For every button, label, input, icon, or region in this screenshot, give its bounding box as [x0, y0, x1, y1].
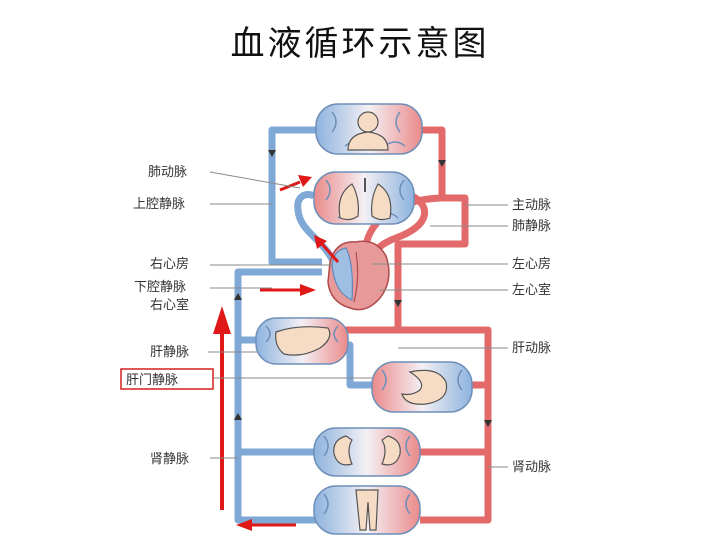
label-renal-artery: 肾动脉: [512, 460, 551, 475]
heart: [327, 240, 390, 311]
superior-vena-cava-vessel: [268, 126, 322, 266]
label-hepatic-vein: 肝静脉: [150, 345, 189, 360]
stomach-organ-icon: [401, 369, 448, 405]
highlight-arrows: [213, 175, 340, 531]
head-capillary-bed: [315, 103, 423, 155]
liver-capillary-bed: [255, 317, 349, 365]
highlight-arrow-vena-cava-up: [213, 306, 231, 510]
intestine-capillary-bed: [371, 361, 473, 413]
label-hepatic-artery: 肝动脉: [512, 341, 551, 356]
page-title: 血液循环示意图: [230, 24, 490, 64]
head-artery-vessel: [420, 126, 446, 200]
label-inferior-vena-cava: 下腔静脉: [134, 280, 186, 295]
kidneys-organ-icon: [333, 435, 401, 466]
label-right-ventricle: 右心室: [150, 297, 189, 313]
highlight-arrow-right-atrium-entry: [260, 284, 316, 296]
label-left-ventricle: 左心室: [512, 282, 551, 298]
label-hepatic-portal-vein: 肝门静脉: [126, 373, 178, 388]
label-right-atrium: 右心房: [150, 256, 189, 272]
highlight-arrow-lung-return: [314, 235, 340, 263]
venous-vessels: [234, 126, 372, 524]
label-superior-vena-cava: 上腔静脉: [133, 197, 185, 212]
hepatic-portal-vein-vessel: [345, 341, 372, 389]
lungs-organ-icon: [338, 178, 392, 221]
label-pulmonary-artery: 肺动脉: [148, 165, 187, 180]
legs-organ-icon: [355, 489, 379, 531]
label-aorta: 主动脉: [512, 198, 551, 213]
label-left-atrium: 左心房: [512, 256, 551, 272]
legs-capillary-bed: [313, 485, 421, 535]
head-organ-icon: [347, 111, 389, 151]
leader-lines: [208, 171, 508, 468]
hepatic-portal-vein-highlight-box: [120, 368, 214, 390]
flow-direction-arrows: [234, 150, 492, 427]
label-pulmonary-vein: 肺静脉: [512, 219, 551, 234]
highlight-arrow-legs-return: [236, 519, 296, 531]
kidney-capillary-bed: [313, 427, 421, 477]
lung-capillary-bed: [313, 171, 415, 225]
liver-organ-icon: [275, 326, 331, 356]
label-renal-vein: 肾静脉: [150, 452, 189, 467]
inferior-vena-cava-vessel: [234, 268, 322, 524]
